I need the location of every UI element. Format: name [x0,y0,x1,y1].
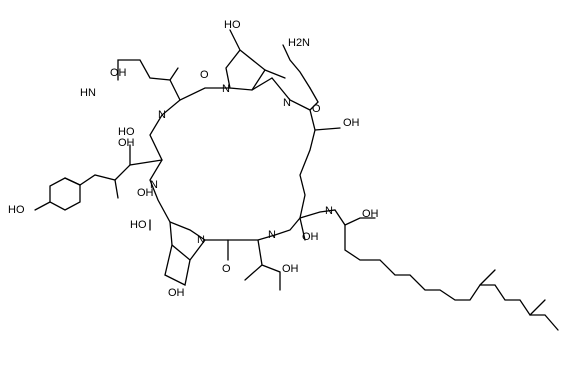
atom-label-nitrogen-left-top: N [158,109,166,121]
atom-label-hydroxyl-right-low: OH [302,231,319,243]
atom-label-nitrogen-right-top: N [283,97,291,109]
atom-label-hydroxyl-left: HO [118,126,135,138]
atom-label-hydroxyl-ring-left: OH [137,187,154,199]
atom-label-carbonyl-top: O [200,69,209,81]
atom-label-nitrogen-chain: N [325,205,333,217]
bond-lines [34,29,559,331]
atom-label-hydroxyl-top: HO [224,19,241,31]
atom-label-amine: H2N [288,37,310,49]
atom-label-hydroxyl-chain: OH [362,208,379,220]
atom-label-ether-oxygen: O [312,103,321,115]
atom-label-carbonyl-bottom: O [222,263,231,275]
atom-label-amide-nitrogen: HN [80,87,96,99]
atom-label-hydroxyl-proline-bottom: OH [168,287,185,299]
atom-label-nitrogen-left-mid: N [150,179,158,191]
atom-label-hydroxyl-asparagine: OH [110,67,127,79]
atom-label-nitrogen-proline-bottom: N [197,234,205,246]
atom-label-nitrogen-right-low: N [268,229,276,241]
atom-label-hydroxyl-left-low: HO [130,219,147,231]
atom-label-phenol-hydroxyl: HO [8,204,25,216]
atom-label-hydroxyl-threonine: OH [282,263,299,275]
atom-label-hydroxyl-ring-right: OH [343,117,360,129]
atom-label-hydroxyl-benzyl: OH [118,137,135,149]
atom-label-nitrogen-proline-top: N [222,83,230,95]
atom-labels: HO H2N O OH N OH HN O N N HO OH OH N HO … [8,19,379,299]
